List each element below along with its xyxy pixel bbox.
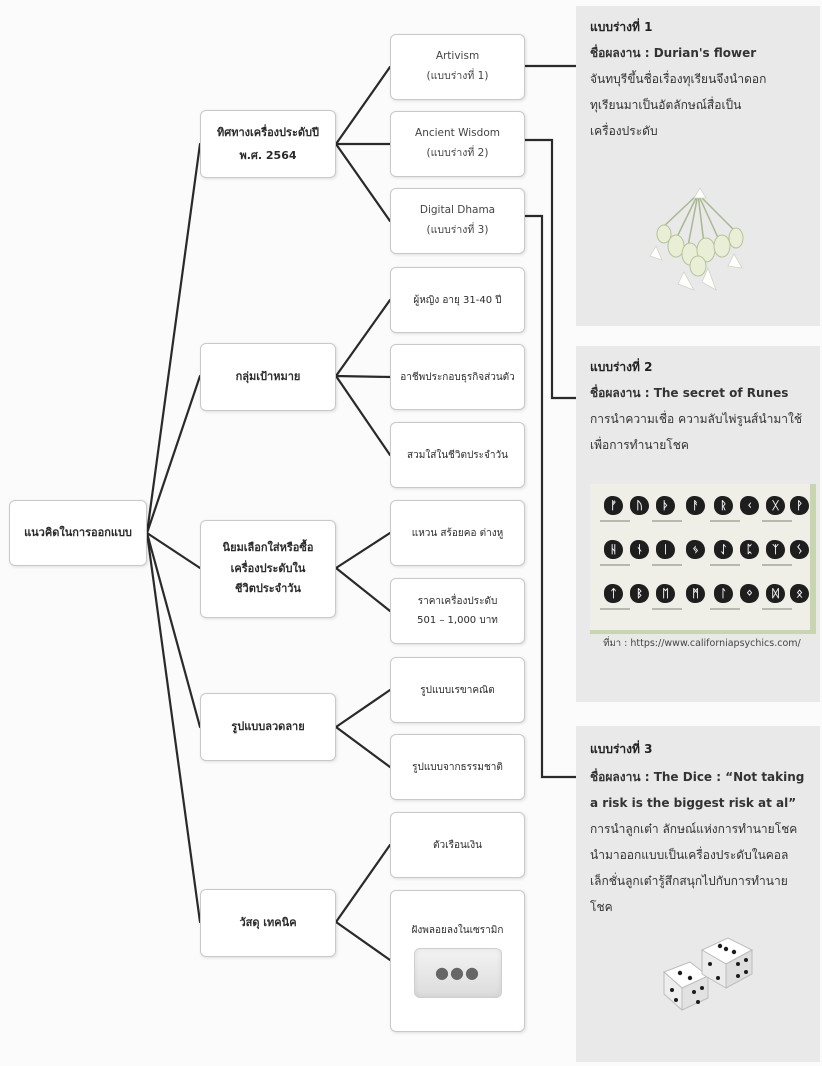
leaf-ceramic-inlay: ฝังพลอยลงในเซรามิก ●●●: [390, 890, 525, 1032]
leaf-label: Ancient Wisdom: [415, 127, 500, 140]
category-jewelry-trend: ทิศทางเครื่องประดับปี พ.ศ. 2564: [200, 110, 336, 178]
panel-name: Durian's flower: [653, 46, 757, 60]
leaf-label: (แบบร่างที่ 3): [426, 224, 489, 236]
dice-image: [663, 937, 754, 1012]
sketch-panel-3: แบบร่างที่ 3 ชื่อผลงาน : The Dice : “Not…: [576, 726, 820, 1062]
panel-desc: จันทบุรีขึ้นชื่อเรื่องทุเรียนจึงนำดอก: [590, 72, 767, 86]
category-target-group: กลุ่มเป้าหมาย: [200, 343, 336, 411]
leaf-silver: ตัวเรือนเงิน: [390, 812, 525, 878]
panel-desc: เครื่องประดับ: [590, 124, 658, 138]
leaf-label: (แบบร่างที่ 2): [426, 147, 489, 159]
panel-desc: การนำลูกเต๋า ลักษณ์แห่งการทำนายโชค: [590, 822, 798, 836]
category-label: ชีวิตประจำวัน: [235, 582, 301, 596]
panel-source: ที่มา : https://www.californiapsychics.c…: [603, 638, 801, 649]
leaf-label: 501 – 1,000 บาท: [417, 615, 498, 626]
leaf-label: ตัวเรือนเงิน: [433, 839, 482, 851]
leaf-label: (แบบร่างที่ 1): [426, 70, 489, 82]
panel-desc: นำมาออกแบบเป็นเครื่องประดับในคอล: [590, 848, 789, 862]
category-label: รูปแบบลวดลาย: [231, 720, 305, 734]
leaf-label: Artivism: [435, 50, 480, 63]
panel-heading: แบบร่างที่ 1: [590, 20, 653, 34]
leaf-label: ฝังพลอยลงในเซรามิก: [411, 925, 504, 936]
panel-name-cont: a risk is the biggest risk at al”: [590, 796, 797, 810]
durian-flower-image: [649, 187, 744, 291]
leaf-artivism: Artivism (แบบร่างที่ 1): [390, 34, 525, 100]
leaf-digital-dhama: Digital Dhama (แบบร่างที่ 3): [390, 188, 525, 254]
category-label: กลุ่มเป้าหมาย: [235, 370, 301, 384]
leaf-price-range: ราคาเครื่องประดับ 501 – 1,000 บาท: [390, 578, 525, 644]
leaf-business-owner: อาชีพประกอบธุรกิจส่วนตัว: [390, 344, 525, 410]
panel-name: The Dice : “Not taking: [653, 770, 805, 784]
category-pattern: รูปแบบลวดลาย: [200, 693, 336, 761]
root-label: แนวคิดในการออกแบบ: [24, 526, 132, 540]
panel-heading: แบบร่างที่ 3: [590, 742, 653, 756]
root-node: แนวคิดในการออกแบบ: [9, 500, 147, 566]
category-label: วัสดุ เทคนิค: [239, 916, 297, 930]
category-material-technique: วัสดุ เทคนิค: [200, 889, 336, 957]
category-label: นิยมเลือกใส่หรือซื้อ: [222, 541, 314, 555]
leaf-label: ราคาเครื่องประดับ: [417, 596, 498, 607]
panel-desc: การนำความเชื่อ ความลับไพ่รูนส์นำมาใช้: [590, 412, 802, 426]
leaf-label: ผู้หญิง อายุ 31-40 ปี: [413, 294, 502, 306]
leaf-label: อาชีพประกอบธุรกิจส่วนตัว: [400, 371, 515, 383]
panel-desc: โชค: [590, 900, 613, 914]
panel-heading: แบบร่างที่ 2: [590, 360, 653, 374]
leaf-jewelry-types: แหวน สร้อยคอ ต่างหู: [390, 500, 525, 566]
leaf-nature: รูปแบบจากธรรมชาติ: [390, 734, 525, 800]
panel-desc: เพื่อการทำนายโชค: [590, 438, 689, 452]
leaf-ancient-wisdom: Ancient Wisdom (แบบร่างที่ 2): [390, 111, 525, 177]
panel-desc: เล็กชั่นลูกเต๋ารู้สึกสนุกไปกับการทำนาย: [590, 874, 788, 888]
leaf-geometric: รูปแบบเรขาคณิต: [390, 657, 525, 723]
leaf-label: รูปแบบจากธรรมชาติ: [412, 761, 503, 773]
panel-name: The secret of Runes: [653, 386, 789, 400]
ceramic-sample-image: ●●●: [413, 948, 502, 998]
leaf-label: สวมใส่ในชีวิตประจำวัน: [407, 449, 508, 461]
category-label: ทิศทางเครื่องประดับปี: [217, 125, 319, 139]
panel-name-label: ชื่อผลงาน :: [590, 386, 654, 400]
panel-name-label: ชื่อผลงาน :: [590, 770, 654, 784]
leaf-label: Digital Dhama: [419, 204, 496, 217]
panel-name-label: ชื่อผลงาน :: [590, 46, 654, 60]
leaf-label: รูปแบบเรขาคณิต: [420, 684, 495, 696]
leaf-women-age: ผู้หญิง อายุ 31-40 ปี: [390, 267, 525, 333]
sketch-panel-1: แบบร่างที่ 1 ชื่อผลงาน : Durian's flower…: [576, 6, 820, 326]
leaf-label: แหวน สร้อยคอ ต่างหู: [411, 527, 504, 539]
panel-desc: ทุเรียนมาเป็นอัตลักษณ์สื่อเป็น: [590, 98, 742, 112]
leaf-daily-wear: สวมใส่ในชีวิตประจำวัน: [390, 422, 525, 488]
category-label: เครื่องประดับใน: [230, 561, 306, 575]
category-label: พ.ศ. 2564: [239, 149, 297, 162]
category-daily-wear: นิยมเลือกใส่หรือซื้อ เครื่องประดับใน ชีว…: [200, 520, 336, 618]
